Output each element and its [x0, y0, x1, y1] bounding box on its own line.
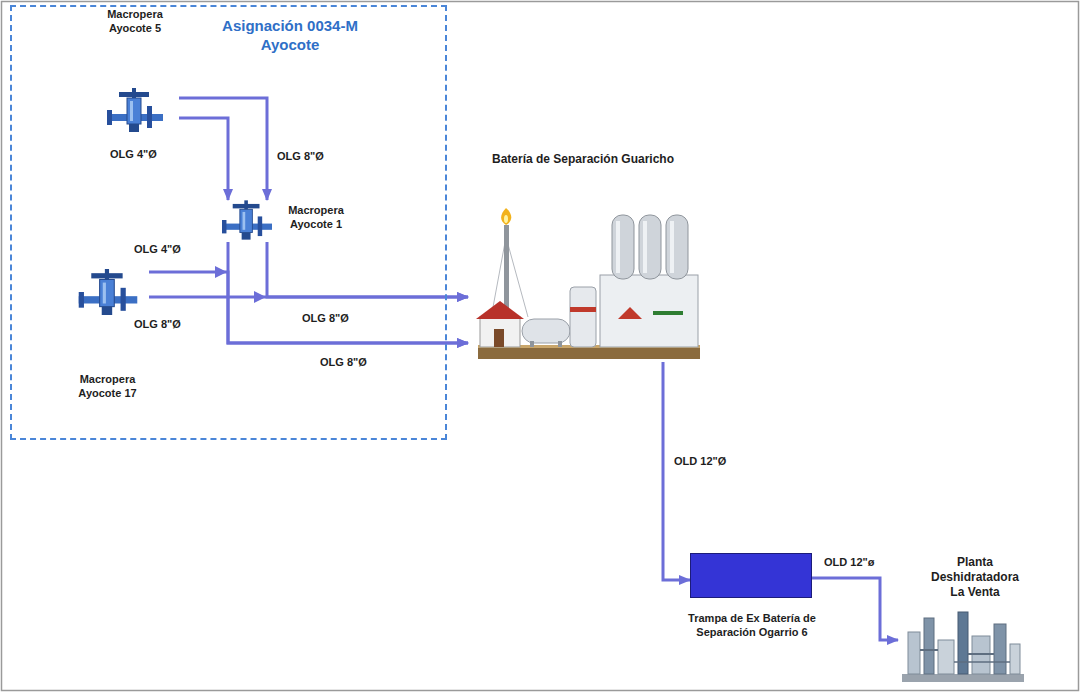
pipe-label: OLG 8"Ø — [132, 318, 183, 331]
node-label: Batería de Separación Guaricho — [488, 152, 678, 167]
node-label: Planta Deshidratadora La Venta — [925, 555, 1025, 600]
assignment-region: Asignación 0034-M AyocoteMacropera Ayoco… — [10, 5, 447, 440]
node-label: Macropera Ayocote 17 — [70, 373, 145, 401]
pipeline-connector — [267, 242, 468, 297]
node-label: Macropera Ayocote 5 — [95, 8, 175, 36]
pig-trap-box: Trampa de Ex Batería de Separación Ogarr… — [690, 553, 812, 598]
well-cluster: Macropera Ayocote 1 — [222, 200, 354, 242]
pipeline-connector — [663, 362, 690, 580]
pipe-label: OLG 4"Ø — [108, 148, 159, 161]
separation-battery: Batería de Separación Guaricho — [468, 152, 703, 362]
pipe-label: OLG 8"Ø — [318, 356, 369, 369]
node-label: Macropera Ayocote 1 — [282, 204, 350, 232]
pipeline-connector — [812, 578, 898, 640]
pipeline-connector — [179, 98, 267, 200]
wellhead-icon — [222, 200, 272, 240]
facility-illustration — [468, 207, 703, 362]
pipe-label: OLD 12"ø — [822, 556, 876, 569]
wellhead-icon — [78, 269, 138, 315]
wellhead-icon — [107, 88, 163, 132]
facility-illustration — [898, 610, 1028, 683]
pipe-label: OLD 12"Ø — [672, 455, 728, 468]
node-label: Trampa de Ex Batería de Separación Ogarr… — [671, 612, 833, 640]
well-cluster: Macropera Ayocote 5 — [95, 8, 179, 136]
pipeline-connector — [228, 242, 468, 343]
region-title: Asignación 0034-M Ayocote — [215, 17, 365, 55]
dehydration-plant: Planta Deshidratadora La Venta — [898, 555, 1029, 683]
pipeline-connector — [149, 272, 468, 343]
pipe-label: OLG 8"Ø — [300, 312, 351, 325]
well-cluster: Macropera Ayocote 17 — [70, 265, 149, 410]
pipeline-connector — [179, 118, 228, 200]
pipe-label: OLG 4"Ø — [132, 243, 183, 256]
pipe-label: OLG 8"Ø — [275, 150, 326, 163]
